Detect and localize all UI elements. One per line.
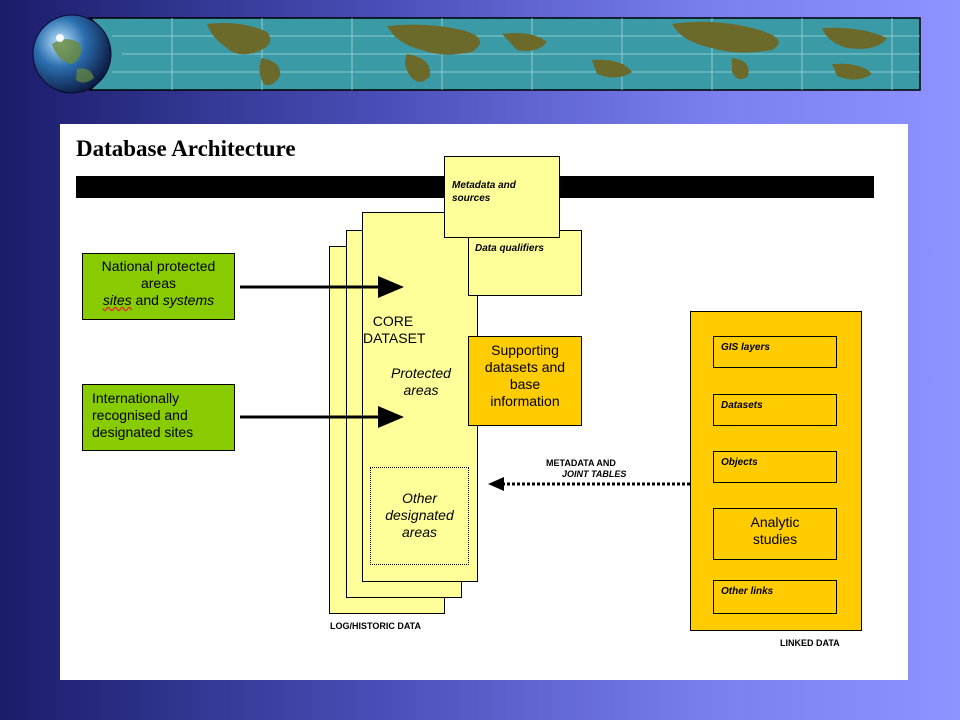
- gis-layers-label: GIS layers: [721, 342, 770, 353]
- page-title: Database Architecture: [76, 136, 296, 161]
- data-qualifiers-box: Data qualifiers: [468, 230, 582, 296]
- header-banner: [32, 14, 921, 94]
- national-line1: National protected: [101, 258, 216, 274]
- supporting-datasets-box: Supporting datasets and base information: [468, 336, 582, 426]
- arrow-linked-to-core: [488, 477, 692, 491]
- other-links-box: Other links: [713, 580, 837, 614]
- national-systems: systems: [162, 292, 215, 308]
- log-historic-label: LOG/HISTORIC DATA: [330, 621, 421, 631]
- analytic-line1: Analytic: [750, 514, 800, 530]
- national-protected-box: National protected areas sites and syste…: [82, 253, 235, 320]
- arrow-international-to-core: [240, 406, 404, 428]
- other-designated-box: Other designated areas: [370, 467, 469, 565]
- national-line2: areas: [140, 275, 177, 291]
- supporting-line1: Supporting: [491, 342, 559, 358]
- core-dataset-box: CORE DATASET Protected areas Other desig…: [362, 212, 478, 582]
- metadata-sources-label: Metadata and sources: [452, 180, 516, 204]
- metadata-joint-label: METADATA AND JOINT TABLES: [546, 458, 626, 480]
- protected-label-line1: Protected: [391, 365, 451, 381]
- objects-box: Objects: [713, 451, 837, 483]
- other-designated-line3: areas: [401, 524, 438, 540]
- metadata-sources-box: Metadata and sources: [444, 156, 560, 238]
- globe-icon: [32, 14, 112, 94]
- analytic-studies-box: Analytic studies: [713, 508, 837, 560]
- slide-content: Database Architecture CORE DATASET Prote…: [60, 124, 908, 680]
- national-sites: sites: [102, 292, 132, 308]
- linked-data-label: LINKED DATA: [780, 638, 840, 648]
- international-line2: recognised and: [92, 407, 188, 423]
- data-qualifiers-label: Data qualifiers: [475, 243, 544, 254]
- national-line3: sites and systems: [83, 292, 234, 309]
- metadata-joint-line1: METADATA AND: [546, 458, 616, 468]
- protected-label-line2: areas: [403, 382, 439, 398]
- other-links-label: Other links: [721, 586, 774, 597]
- international-line1: Internationally: [92, 390, 180, 406]
- international-line3: designated sites: [92, 424, 194, 440]
- core-label-line2: DATASET: [363, 330, 426, 346]
- linked-data-panel: GIS layers Datasets Objects Analytic stu…: [690, 311, 862, 631]
- datasets-label: Datasets: [721, 400, 763, 411]
- supporting-line4: information: [490, 393, 560, 409]
- metadata-joint-line2: JOINT TABLES: [562, 469, 627, 479]
- international-sites-box: Internationally recognised and designate…: [82, 384, 235, 451]
- other-designated-line2: designated: [385, 507, 454, 523]
- arrow-national-to-core: [240, 276, 404, 298]
- analytic-line2: studies: [752, 531, 798, 547]
- core-label-line1: CORE: [372, 313, 414, 329]
- other-designated-line1: Other: [401, 490, 437, 506]
- objects-label: Objects: [721, 457, 758, 468]
- supporting-line3: base: [509, 376, 541, 392]
- supporting-line2: datasets and: [484, 359, 566, 375]
- national-and: and: [135, 292, 159, 308]
- datasets-box: Datasets: [713, 394, 837, 426]
- gis-layers-box: GIS layers: [713, 336, 837, 368]
- world-map-icon: [88, 17, 921, 91]
